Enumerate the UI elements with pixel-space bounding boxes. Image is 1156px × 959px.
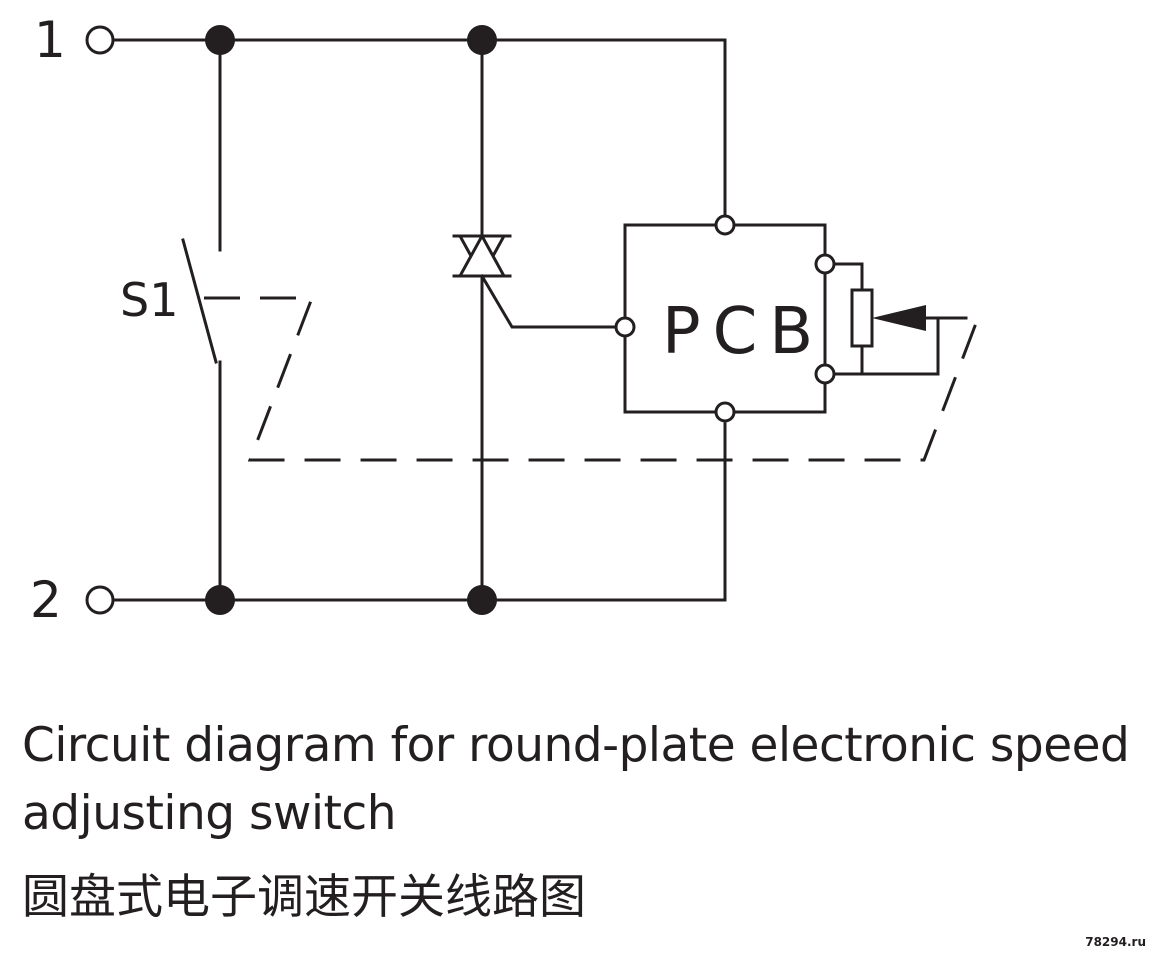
terminal-1-label: 1 (34, 11, 66, 69)
caption-chinese: 圆盘式电子调速开关线路图 (22, 870, 586, 925)
caption-english: Circuit diagram for round-plate electron… (22, 718, 1130, 841)
pcb-label: PCB (662, 295, 825, 369)
open-terminals (85, 25, 836, 615)
junction-nodes (205, 25, 497, 615)
mechanical-linkage (204, 296, 980, 462)
triac (452, 38, 618, 602)
watermark: 78294.ru (1085, 935, 1146, 949)
potentiometer (832, 262, 968, 376)
circuit-diagram: 1 2 S1 PCB (30, 11, 980, 629)
top-rail (112, 38, 727, 216)
terminal-2-label: 2 (30, 571, 62, 629)
switch-s1-label: S1 (120, 273, 178, 327)
switch-s1 (181, 38, 222, 602)
bottom-rail (112, 422, 727, 602)
